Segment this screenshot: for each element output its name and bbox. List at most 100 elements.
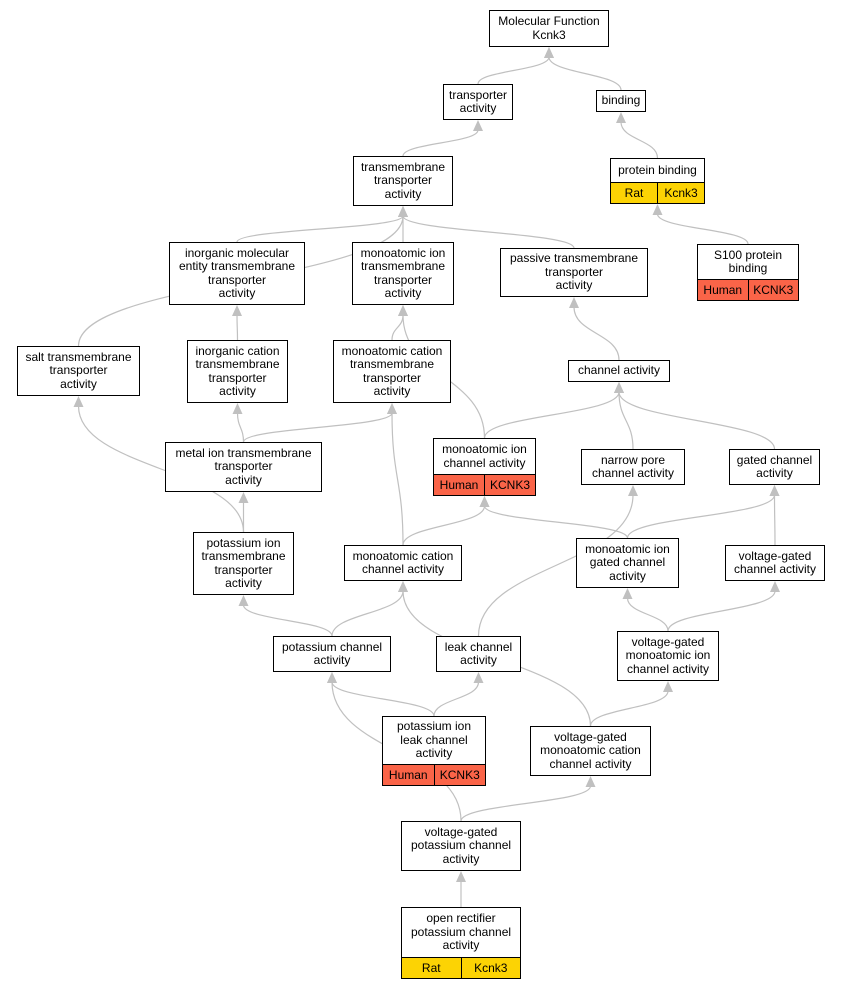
edge-mita-to-macta [242, 412, 393, 443]
arrowhead [569, 297, 579, 308]
species-tag: Human [698, 280, 748, 300]
edge-ca-to-ptta [573, 306, 620, 361]
arrowhead [622, 588, 633, 599]
edge-gca-to-ca [618, 391, 776, 450]
node-vgpca[interactable]: voltage-gated potassium channel activity [401, 821, 521, 871]
arrowhead [398, 206, 408, 217]
gene-tag: KCNK3 [484, 475, 535, 495]
node-label: narrow pore channel activity [591, 452, 675, 480]
node-label: voltage-gated monoatomic ion channel act… [625, 634, 711, 676]
gene-tag: Kcnk3 [460, 958, 520, 978]
node-label: transporter activity [448, 87, 508, 115]
node-mf[interactable]: Molecular Function Kcnk3 [489, 10, 609, 47]
node-label: S100 protein binding [713, 247, 783, 275]
edge-npca-to-ca [618, 391, 634, 450]
node-label: Molecular Function Kcnk3 [498, 14, 600, 42]
node-pitta[interactable]: potassium ion transmembrane transporter … [193, 532, 294, 595]
edge-macca-to-macta [391, 412, 404, 546]
node-macta[interactable]: monoatomic cation transmembrane transpor… [333, 340, 451, 403]
species-tag: Rat [611, 183, 657, 203]
edge-maigca-to-maica [483, 505, 629, 539]
node-tmta[interactable]: transmembrane transporter activity [353, 156, 453, 206]
edge-maica-to-ca [483, 391, 620, 439]
node-label: open rectifier potassium channel activit… [410, 911, 512, 953]
node-stta[interactable]: salt transmembrane transporter activity [17, 346, 140, 396]
edge-maigca-to-gca [626, 494, 776, 539]
arrowhead [238, 595, 249, 606]
edge-bind-to-mf [548, 56, 622, 91]
edge-pitta-to-stta [77, 405, 245, 533]
edge-vgmaica-to-maigca [626, 597, 669, 632]
arrowhead [398, 305, 408, 316]
arrowhead [652, 204, 663, 215]
arrowhead [544, 47, 554, 58]
arrowhead [479, 496, 490, 507]
arrowhead [456, 871, 466, 882]
node-label: gated channel activity [736, 452, 813, 480]
node-mita[interactable]: metal ion transmembrane transporter acti… [165, 442, 322, 492]
node-macca[interactable]: monoatomic cation channel activity [344, 545, 462, 581]
node-lca[interactable]: leak channel activity [436, 636, 521, 672]
node-gca[interactable]: gated channel activity [729, 449, 820, 485]
node-label: monoatomic cation channel activity [352, 548, 454, 576]
arrowhead [232, 305, 242, 316]
edge-pb-to-bind [620, 121, 659, 159]
arrowhead [769, 485, 780, 496]
node-label: potassium ion transmembrane transporter … [201, 535, 286, 590]
edge-pilca-to-pca [331, 681, 435, 717]
edge-pca-to-macca [331, 590, 404, 637]
arrowhead [628, 485, 638, 496]
node-maitta[interactable]: monoatomic ion transmembrane transporter… [352, 242, 454, 305]
node-label: monoatomic ion transmembrane transporter… [360, 245, 446, 300]
node-icta[interactable]: inorganic cation transmembrane transport… [187, 340, 288, 403]
node-ca[interactable]: channel activity [568, 360, 670, 382]
arrowhead [327, 672, 337, 683]
node-label: monoatomic cation transmembrane transpor… [341, 343, 443, 398]
node-vgca[interactable]: voltage-gated channel activity [725, 545, 825, 581]
node-imetta[interactable]: inorganic molecular entity transmembrane… [169, 242, 305, 305]
node-ta[interactable]: transporter activity [443, 84, 513, 120]
arrowhead [473, 672, 484, 683]
node-label: voltage-gated monoatomic cation channel … [540, 729, 641, 771]
arrowhead [616, 112, 626, 123]
edge-ptta-to-tmta [402, 215, 575, 249]
edge-lca-to-npca [477, 494, 634, 637]
node-pca[interactable]: potassium channel activity [273, 636, 391, 672]
species-tag: Human [434, 475, 484, 495]
edge-mita-to-icta [236, 412, 245, 443]
node-maigca[interactable]: monoatomic ion gated channel activity [576, 538, 679, 588]
gene-tag: Kcnk3 [657, 183, 704, 203]
node-ptta[interactable]: passive transmembrane transporter activi… [500, 248, 648, 297]
node-label: monoatomic ion gated channel activity [585, 541, 670, 583]
node-npca[interactable]: narrow pore channel activity [581, 449, 685, 485]
node-bind[interactable]: binding [596, 90, 646, 112]
arrowhead [663, 681, 673, 692]
node-label: binding [601, 93, 641, 108]
node-label: salt transmembrane transporter activity [25, 349, 132, 391]
arrowhead [232, 403, 243, 414]
node-vgmacca[interactable]: voltage-gated monoatomic cation channel … [530, 726, 651, 776]
node-orpca[interactable]: open rectifier potassium channel activit… [401, 907, 521, 979]
node-label: passive transmembrane transporter activi… [509, 251, 639, 293]
edge-vgmacca-to-vgmaica [589, 690, 669, 727]
edge-vgmaica-to-vgca [667, 590, 776, 632]
arrowhead [238, 492, 249, 503]
arrowhead [398, 581, 408, 592]
node-label: inorganic cation transmembrane transport… [195, 343, 280, 398]
node-label: leak channel activity [444, 639, 513, 667]
arrowhead [73, 396, 84, 407]
node-label: channel activity [577, 363, 661, 378]
arrowhead [770, 581, 780, 592]
edge-pilca-to-lca [433, 681, 480, 717]
species-tag: Human [383, 765, 434, 785]
node-vgmaica[interactable]: voltage-gated monoatomic ion channel act… [617, 631, 719, 681]
